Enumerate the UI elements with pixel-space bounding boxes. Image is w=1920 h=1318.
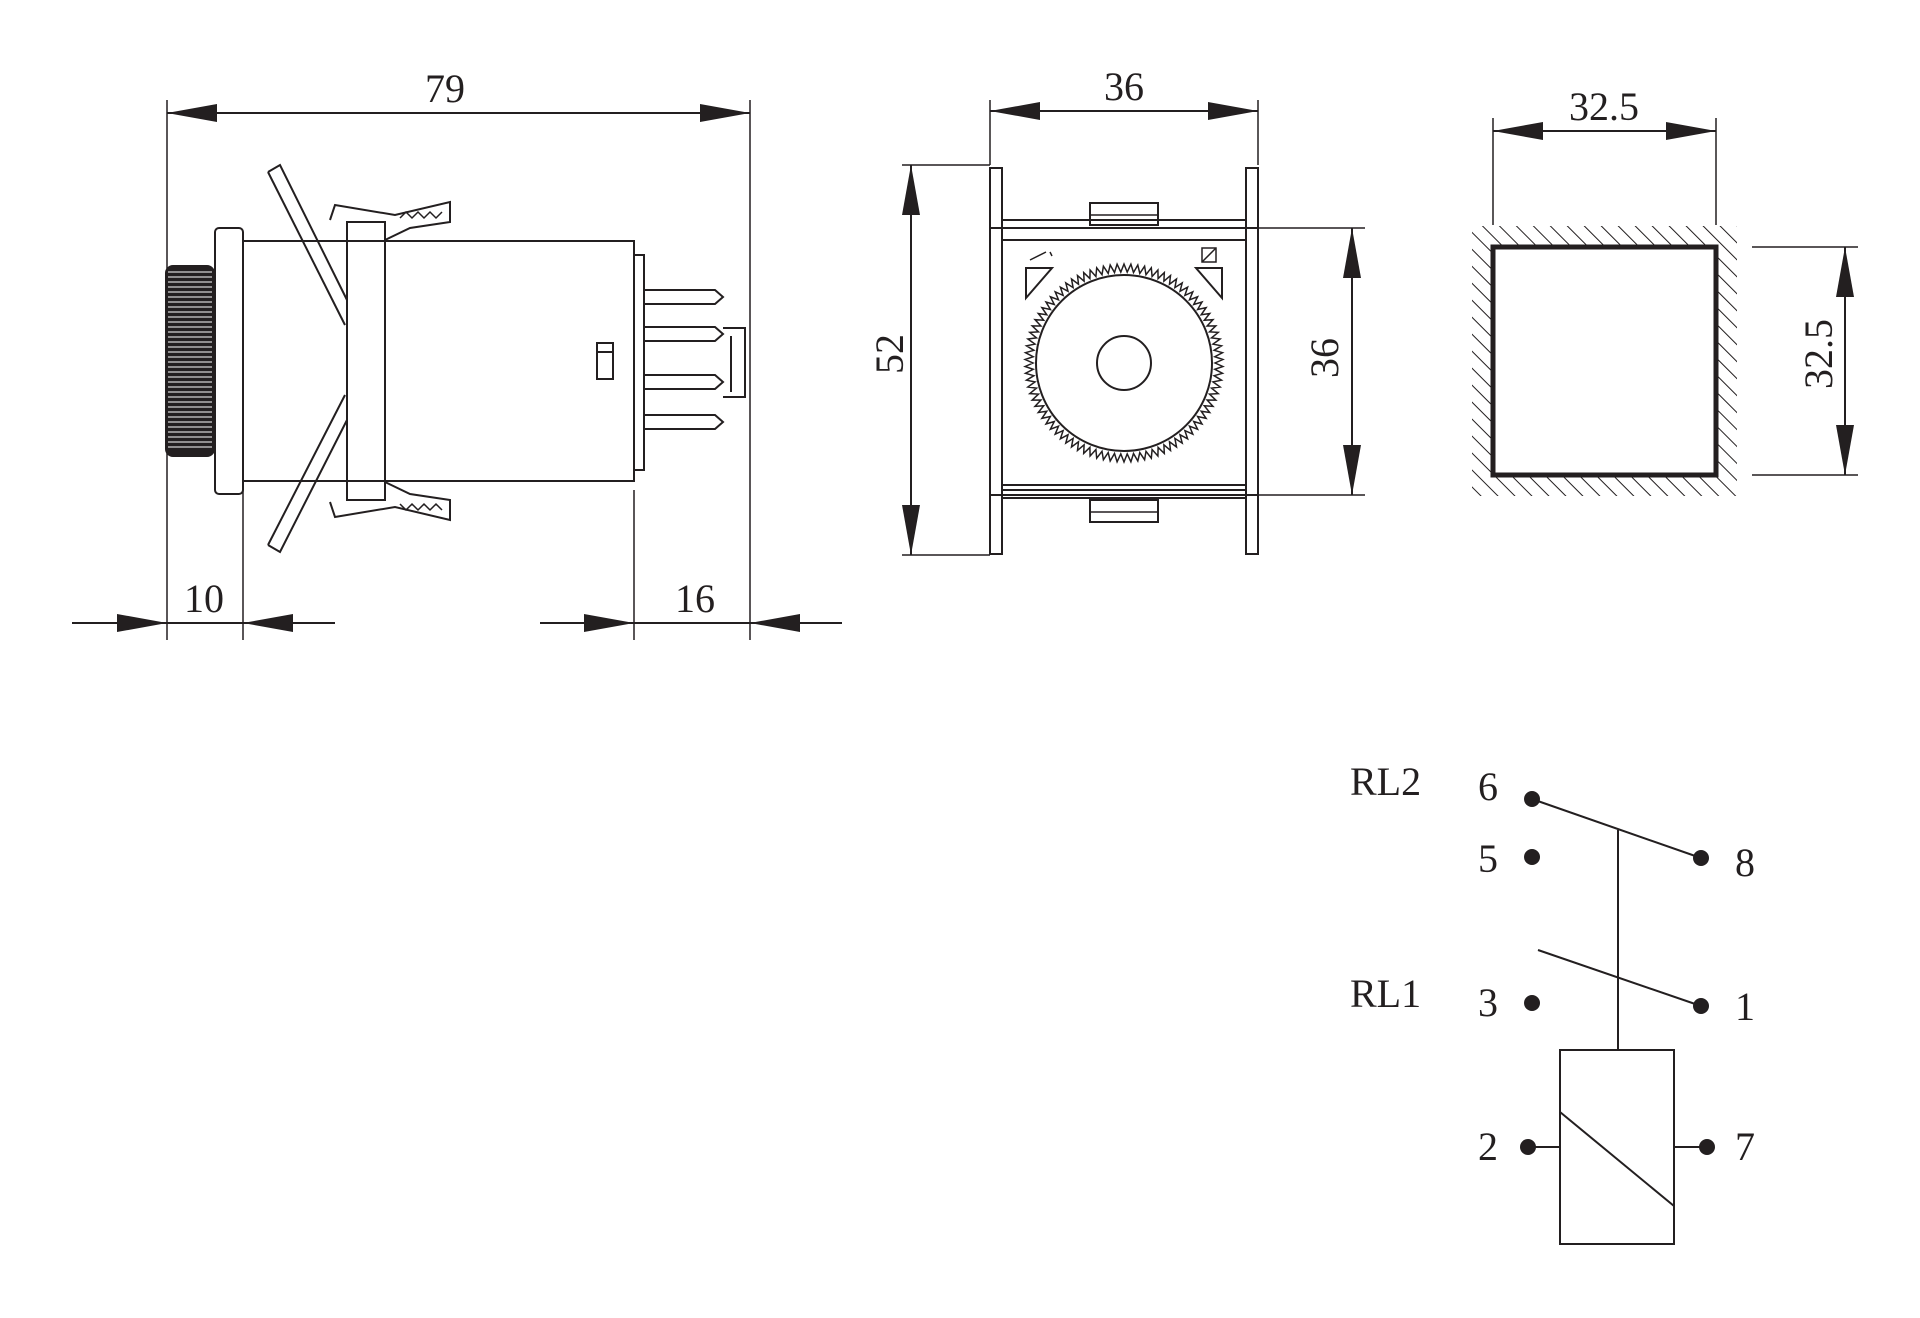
relay-label-rl2: RL2	[1350, 759, 1421, 804]
indicator-right-icon	[1193, 267, 1223, 301]
pin-label-1: 1	[1735, 984, 1755, 1029]
pin-label-5: 5	[1478, 836, 1498, 881]
dial-center-icon	[1096, 335, 1152, 391]
indicator-left-icon	[1025, 267, 1055, 301]
side-view: 79 10 16	[72, 66, 842, 640]
dial-serration	[1023, 261, 1225, 465]
pin-label-3: 3	[1478, 980, 1498, 1025]
mounting-clamp	[267, 163, 451, 554]
dim-cutout-width-label: 32.5	[1569, 84, 1639, 129]
pin-label-6: 6	[1478, 764, 1498, 809]
bottom-tab	[1089, 499, 1159, 523]
top-tab	[1089, 202, 1159, 226]
dim-pins-16: 16	[540, 576, 842, 632]
terminal-5	[1524, 849, 1540, 865]
dim-length-label: 79	[425, 66, 465, 111]
timer-dial	[1023, 261, 1225, 465]
relay-label-rl1: RL1	[1350, 971, 1421, 1016]
pins	[644, 289, 746, 430]
dim-pins-label: 16	[675, 576, 715, 621]
terminal-3	[1524, 995, 1540, 1011]
pin-label-8: 8	[1735, 840, 1755, 885]
relay-body	[242, 240, 635, 482]
face-plate	[989, 227, 1259, 496]
dim-height-total-label: 52	[867, 334, 912, 374]
left-rail	[989, 167, 1003, 555]
dim-length-79: 79	[167, 66, 750, 122]
rl2-switch-arm	[1531, 798, 1702, 859]
panel-cutout: 32.5 32.5	[1472, 84, 1858, 496]
pin-label-2: 2	[1478, 1124, 1498, 1169]
dim-cutout-height: 32.5	[1796, 247, 1854, 475]
front-flange	[214, 227, 244, 495]
knob	[165, 265, 215, 457]
dim-height-36: 36	[1302, 228, 1361, 495]
front-view: 36 52 36	[867, 64, 1365, 556]
dim-front-label: 10	[184, 576, 224, 621]
dim-height-body-label: 36	[1302, 338, 1347, 378]
socket-plate	[633, 254, 645, 471]
face-inner	[1001, 239, 1247, 486]
wiring-schematic: RL2 RL1 6 5 8 3 1 2 7	[1350, 759, 1755, 1245]
pin-label-7: 7	[1735, 1124, 1755, 1169]
panel-hatch	[1472, 226, 1737, 496]
dim-cutout-width: 32.5	[1493, 84, 1716, 140]
rl1-switch-arm	[1537, 949, 1702, 1007]
relay-coil	[1559, 1049, 1675, 1245]
dim-cutout-height-label: 32.5	[1796, 319, 1841, 389]
right-rail	[1245, 167, 1259, 555]
body-tab	[596, 342, 614, 380]
dim-width-36: 36	[990, 64, 1258, 120]
dim-height-52: 52	[867, 165, 920, 555]
cutout-opening	[1490, 244, 1719, 478]
dim-front-10: 10	[72, 576, 335, 632]
dim-width-label: 36	[1104, 64, 1144, 109]
